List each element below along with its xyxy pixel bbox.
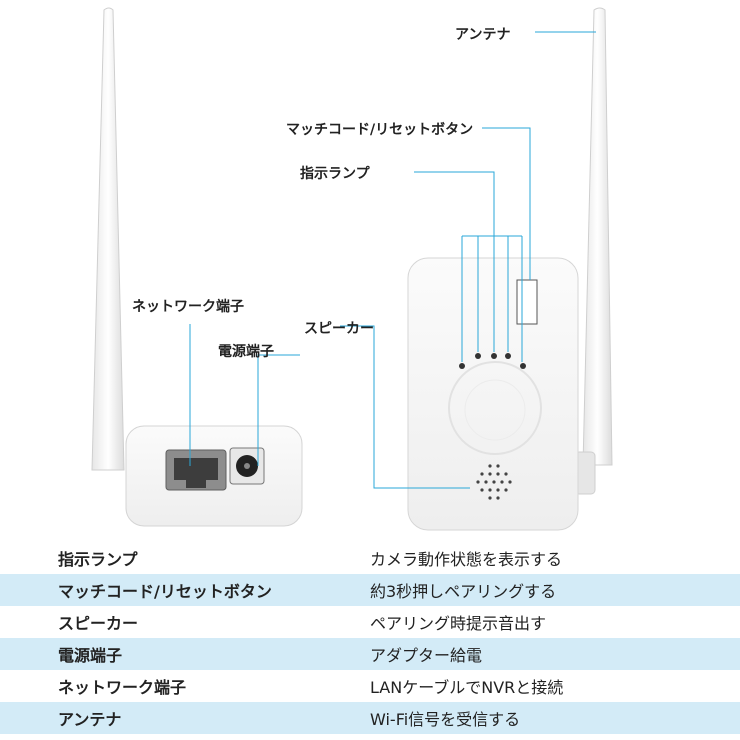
callout-match-reset: マッチコード/リセットボタン [286, 122, 474, 138]
leader-lines [189, 31, 596, 489]
callout-power-port: 電源端子 [218, 344, 274, 360]
callout-indicator: 指示ランプ [300, 166, 370, 182]
row-part-name: マッチコード/リセットボタン [0, 574, 370, 606]
table-row: スピーカー ペアリング時提示音出す [0, 606, 740, 638]
callout-network-port: ネットワーク端子 [132, 299, 244, 315]
table-row: 指示ランプ カメラ動作状態を表示する [0, 542, 740, 574]
row-part-name: アンテナ [0, 702, 370, 734]
match-reset-button-icon [516, 279, 538, 325]
right-antenna-icon [582, 7, 613, 466]
indicator-led-icon [491, 353, 497, 359]
table-row: ネットワーク端子 LANケーブルでNVRと接続 [0, 670, 740, 702]
network-box-face [407, 257, 579, 531]
table-row: マッチコード/リセットボタン約3秒押しペアリングする [0, 574, 740, 606]
row-part-description: LANケーブルでNVRと接続 [370, 678, 564, 697]
row-part-description: 約3秒押しペアリングする [370, 574, 740, 606]
indicator-led-icon [459, 363, 465, 369]
network-box-front [125, 425, 303, 527]
spec-table: 指示ランプカメラ動作状態を表示するマッチコード/リセットボタン約3秒押しペアリン… [0, 542, 740, 734]
indicator-led-icon [505, 353, 511, 359]
device-illustration [91, 7, 613, 531]
indicator-led-icon [475, 353, 481, 359]
left-antenna-icon [91, 7, 125, 471]
row-part-name: 指示ランプ [58, 550, 138, 569]
row-part-description: カメラ動作状態を表示する [370, 550, 563, 569]
callout-antenna: アンテナ [455, 27, 511, 43]
row-part-description: アダプター給電 [370, 638, 740, 670]
row-part-name: ネットワーク端子 [58, 678, 187, 697]
row-part-name: スピーカー [58, 614, 139, 633]
row-part-name: 電源端子 [0, 638, 370, 670]
table-row: 電源端子アダプター給電 [0, 638, 740, 670]
speaker-grille-icon [476, 464, 512, 500]
row-part-description: ペアリング時提示音出す [370, 614, 547, 633]
callout-speaker: スピーカー [304, 321, 374, 337]
row-part-description: Wi-Fi信号を受信する [370, 702, 740, 734]
indicator-led-icon [520, 363, 526, 369]
